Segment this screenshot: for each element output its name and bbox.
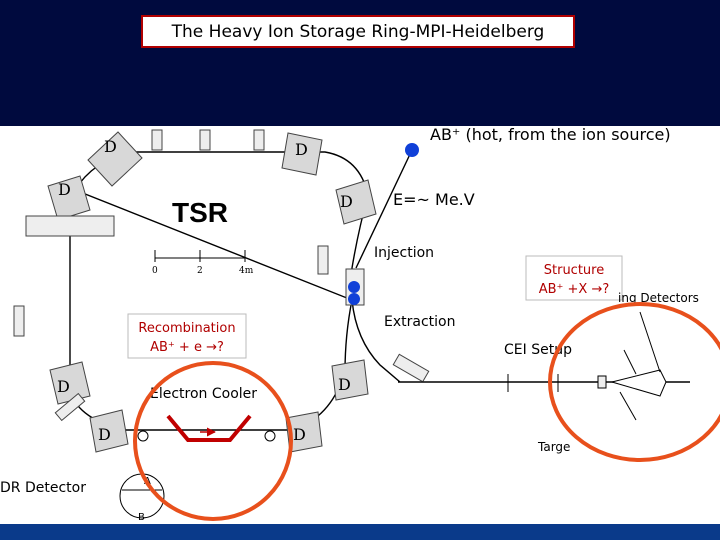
- cei-setup: [420, 311, 690, 421]
- scale-tick: 0: [152, 266, 158, 276]
- beam-dot: [405, 143, 419, 157]
- dr-detector-label: DR Detector: [0, 480, 86, 496]
- ring-diagram: D D D D D D D D TSR 0 2 4m: [0, 126, 720, 523]
- dipole-label: D: [58, 180, 71, 199]
- dipole-label: D: [293, 425, 306, 444]
- highlight-circle-electron-cooler: [133, 361, 293, 521]
- scale-bar: 0 2 4m: [152, 250, 254, 276]
- dipole-label: D: [57, 377, 70, 396]
- imaging-detectors-label: ing Detectors: [618, 291, 699, 305]
- structure-title: Structure: [544, 263, 604, 278]
- beam-dot: [348, 281, 360, 293]
- injection-label: Injection: [374, 245, 434, 261]
- recombination-box: Recombination AB⁺ + e →?: [127, 313, 247, 359]
- dipole-label: D: [104, 137, 117, 156]
- recombination-title: Recombination: [138, 321, 235, 336]
- ring-name: TSR: [172, 197, 228, 228]
- scale-tick: 2: [197, 266, 203, 276]
- slide-title: The Heavy Ion Storage Ring-MPI-Heidelber…: [141, 15, 575, 48]
- dipole-magnets: [47, 131, 377, 453]
- dipole-label: D: [295, 140, 308, 159]
- beam-dot: [348, 293, 360, 305]
- dipole-label: D: [98, 425, 111, 444]
- injection-beamline: [355, 149, 413, 269]
- electron-cooler: [137, 414, 276, 442]
- scale-tick: 4m: [239, 266, 254, 276]
- highlight-circle-cei-setup: [548, 302, 720, 462]
- dipole-label: D: [340, 192, 353, 211]
- structure-box: Structure AB⁺ +X →?: [525, 255, 623, 301]
- dipole-label: D: [338, 375, 351, 394]
- recombination-reaction: AB⁺ + e →?: [150, 340, 224, 355]
- quadrupole-elements: [13, 129, 430, 422]
- electron-cooler-label: Electron Cooler: [150, 386, 257, 402]
- ring-diagram-panel: D D D D D D D D TSR 0 2 4m: [0, 126, 720, 524]
- beam-label: AB⁺ (hot, from the ion source): [430, 126, 671, 144]
- energy-label: E=~ Me.V: [393, 190, 475, 209]
- target-label: Targe: [537, 440, 570, 454]
- detector-letter: B: [138, 512, 145, 523]
- extraction-label: Extraction: [384, 314, 455, 330]
- footer-band: [0, 524, 720, 540]
- structure-reaction: AB⁺ +X →?: [539, 282, 610, 297]
- header-band: The Heavy Ion Storage Ring-MPI-Heidelber…: [0, 0, 720, 126]
